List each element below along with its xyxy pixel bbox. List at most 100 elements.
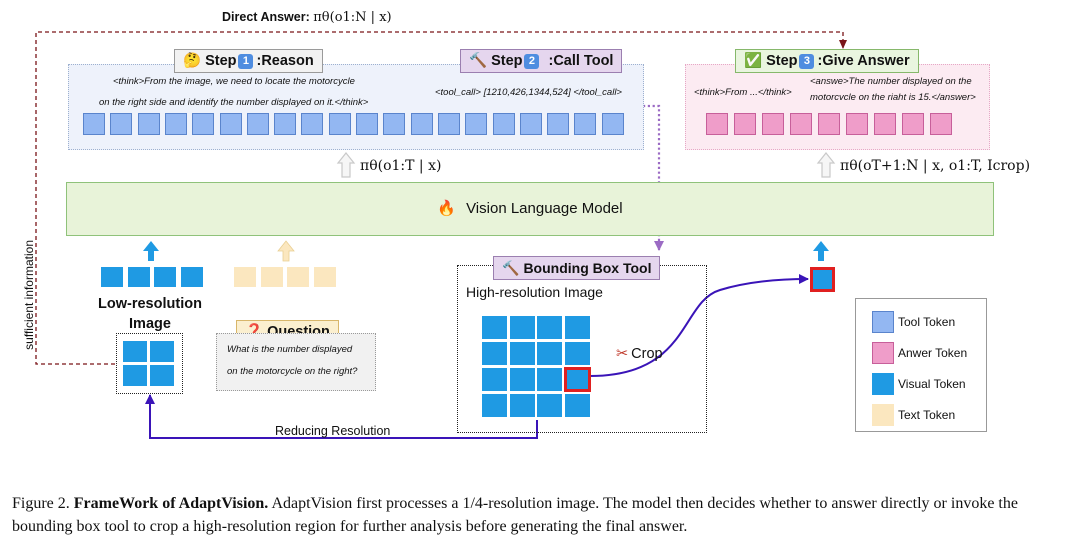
high-res-image-patch <box>508 341 536 366</box>
low-res-image-patch <box>149 340 175 363</box>
tool-token <box>274 113 297 135</box>
legend-swatch <box>872 373 894 395</box>
tool-token <box>383 113 406 135</box>
tool-token <box>437 113 460 135</box>
reason-formula: πθ(o1:T | x) <box>360 158 442 174</box>
think-line-1: <think>From the image, we need to locate… <box>113 76 355 87</box>
up-arrow-crop <box>813 241 829 261</box>
tool-token <box>465 113 488 135</box>
low-res-label-line2: Image <box>129 316 171 332</box>
question-line-1: What is the number displayed <box>227 344 353 355</box>
vision-language-model: 🔥 Vision Language Model <box>66 182 994 236</box>
answer-formula: πθ(oT+1:N | x, o1:T, Icrop) <box>840 158 1031 174</box>
tool-call-text: <tool_call> [1210,426,1344,524] </tool_c… <box>435 87 622 98</box>
high-res-image-patch <box>481 393 508 418</box>
text-token <box>259 266 284 288</box>
low-res-image-patch <box>149 364 175 387</box>
text-token <box>233 266 257 288</box>
tool-token <box>519 113 542 135</box>
answer-line-1: <answe>The number displayed on the <box>810 76 972 87</box>
high-res-image-patch <box>536 341 563 366</box>
high-res-image-patch <box>536 393 563 418</box>
legend-label: Tool Token <box>898 315 956 329</box>
tool-token <box>110 113 133 135</box>
question-box: What is the number displayed on the moto… <box>216 333 376 391</box>
caption-title: FrameWork of AdaptVision. <box>73 495 269 512</box>
high-res-image-patch <box>563 341 591 366</box>
tool-token <box>601 113 624 135</box>
hammer-icon: 🔨 <box>469 53 488 69</box>
high-res-image-patch <box>563 315 591 340</box>
direct-answer-formula: πθ(o1:N | x) <box>313 10 392 25</box>
figure-caption: Figure 2. FrameWork of AdaptVision. Adap… <box>12 492 1072 538</box>
legend-label: Visual Token <box>898 377 966 391</box>
scissors-icon: ✂ <box>616 346 629 362</box>
tool-token <box>301 113 324 135</box>
step3-word: Step <box>766 53 798 69</box>
thinking-face-icon: 🤔 <box>183 53 202 69</box>
high-res-image-patch <box>563 393 591 418</box>
sufficient-information-label: sufficient information <box>22 240 36 350</box>
step3-title: :Give Answer <box>817 53 910 69</box>
text-token <box>312 266 337 288</box>
up-arrow-question <box>277 240 295 262</box>
high-res-image-patch <box>508 367 536 392</box>
high-res-image-patch <box>508 393 536 418</box>
answer-think-text: <think>From ...</think> <box>694 87 792 98</box>
check-mark-icon: ✅ <box>744 53 763 69</box>
reducing-resolution-label: Reducing Resolution <box>275 424 391 438</box>
vlm-label: 🔥 Vision Language Model <box>67 199 993 217</box>
tool-token <box>164 113 187 135</box>
crop-label: ✂Crop <box>616 346 663 362</box>
direct-answer-label: Direct Answer: πθ(o1:N | x) <box>222 10 392 25</box>
legend-label: Anwer Token <box>898 346 968 360</box>
vlm-text: Vision Language Model <box>466 200 623 217</box>
legend-swatch <box>872 311 894 333</box>
think-line-2: on the right side and identify the numbe… <box>99 97 369 108</box>
tool-token <box>83 113 105 135</box>
answer-token <box>790 113 812 135</box>
caption-figure-number: Figure 2. <box>12 495 70 512</box>
answer-token <box>706 113 728 135</box>
fire-icon: 🔥 <box>437 200 457 217</box>
low-res-image-patch <box>122 364 148 387</box>
legend-swatch <box>872 404 894 426</box>
tool-token <box>492 113 515 135</box>
step2-title: :Call Tool <box>548 53 614 69</box>
low-res-image <box>116 333 183 394</box>
question-line-2: on the motorcycle on the right? <box>227 366 358 377</box>
tool-token <box>219 113 242 135</box>
visual-token <box>100 266 124 288</box>
bbox-tool-title: Bounding Box Tool <box>523 260 652 276</box>
step2-number-icon: 2 <box>524 54 540 69</box>
answer-token <box>874 113 896 135</box>
visual-token <box>126 266 151 288</box>
tool-token <box>356 113 378 135</box>
low-res-image-patch <box>122 340 148 363</box>
answer-token <box>930 113 952 135</box>
tool-token <box>574 113 597 135</box>
step3-number-icon: 3 <box>799 54 815 69</box>
answer-token <box>902 113 924 135</box>
up-arrow-lowres <box>143 241 159 261</box>
answer-line-2: motorcvcle on the riaht is 15.</answer> <box>810 92 976 103</box>
visual-token <box>179 266 204 288</box>
step1-word: Step <box>205 53 237 69</box>
reason-panel: <think>From the image, we need to locate… <box>68 64 644 150</box>
tool-token <box>410 113 433 135</box>
high-res-image-patch <box>481 367 508 392</box>
legend-swatch <box>872 342 894 364</box>
answer-token <box>846 113 868 135</box>
tool-token <box>246 113 269 135</box>
direct-answer-text: Direct Answer: <box>222 10 310 24</box>
up-arrow-answer <box>816 152 836 178</box>
tool-token <box>192 113 215 135</box>
high-res-image-patch <box>536 315 563 340</box>
answer-panel: <think>From ...</think> <answe>The numbe… <box>685 64 990 150</box>
step1-title: :Reason <box>256 53 314 69</box>
legend-label: Text Token <box>898 408 956 422</box>
